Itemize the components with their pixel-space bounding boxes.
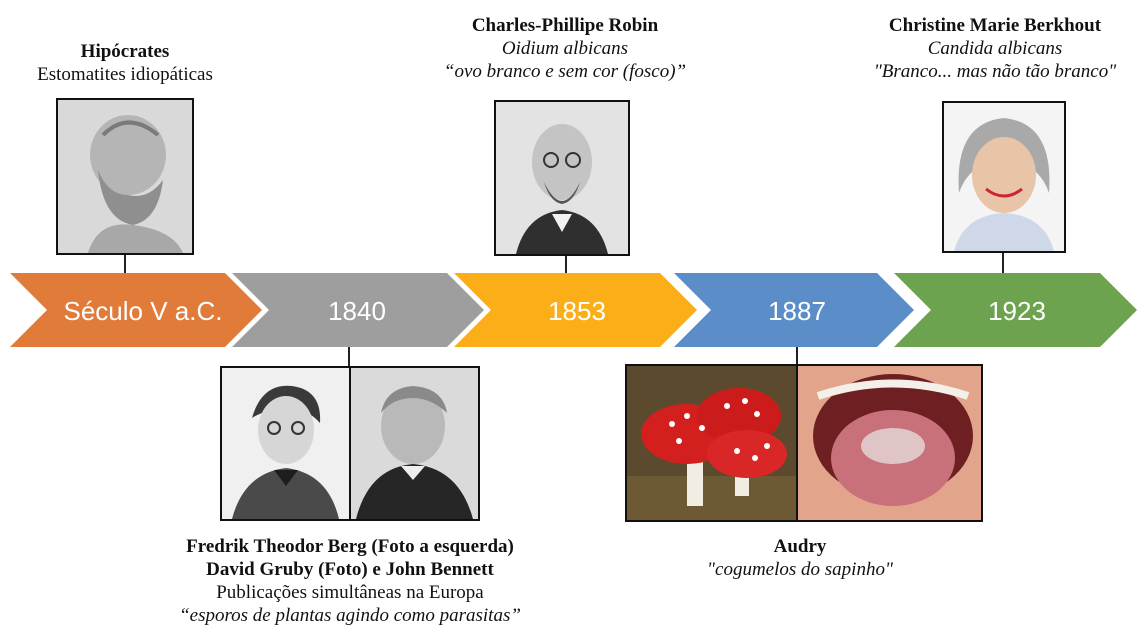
- audry-name: Audry: [650, 535, 950, 558]
- robin-name: Charles-Phillipe Robin: [412, 14, 718, 37]
- berg-connector: [348, 347, 350, 367]
- audry-quote: "cogumelos do sapinho": [650, 558, 950, 581]
- stage-5-label: 1923: [988, 296, 1046, 326]
- robin-caption: Charles-Phillipe Robin Oidium albicans “…: [412, 14, 718, 83]
- gruby-name: David Gruby (Foto) e John Bennett: [150, 558, 550, 581]
- berg-quote: “esporos de plantas agindo como parasita…: [150, 604, 550, 627]
- gruby-portrait: [349, 366, 480, 521]
- berg-name: Fredrik Theodor Berg (Foto a esquerda): [150, 535, 550, 558]
- stage-1-label: Século V a.C.: [64, 296, 223, 326]
- berkhout-quote: "Branco... mas não tão branco": [850, 60, 1140, 83]
- robin-connector: [565, 256, 567, 273]
- berg-portrait: [220, 366, 351, 521]
- berg-description: Publicações simultâneas na Europa: [150, 581, 550, 604]
- berkhout-caption: Christine Marie Berkhout Candida albican…: [850, 14, 1140, 83]
- robin-term: Oidium albicans: [412, 37, 718, 60]
- audry-caption: Audry "cogumelos do sapinho": [650, 535, 950, 581]
- stage-4-label: 1887: [768, 296, 826, 326]
- stage-2-label: 1840: [328, 296, 386, 326]
- mushroom-photo: [625, 364, 798, 522]
- tongue-photo: [796, 364, 983, 522]
- hipocrates-caption: Hipócrates Estomatites idiopáticas: [0, 40, 250, 86]
- audry-connector: [796, 347, 798, 365]
- hipocrates-portrait: [56, 98, 194, 255]
- berkhout-connector: [1002, 253, 1004, 273]
- hipocrates-name: Hipócrates: [0, 40, 250, 63]
- hipocrates-description: Estomatites idiopáticas: [0, 63, 250, 86]
- berkhout-name: Christine Marie Berkhout: [850, 14, 1140, 37]
- robin-portrait: [494, 100, 630, 256]
- berkhout-term: Candida albicans: [850, 37, 1140, 60]
- robin-quote: “ovo branco e sem cor (fosco)”: [412, 60, 718, 83]
- berg-caption: Fredrik Theodor Berg (Foto a esquerda) D…: [150, 535, 550, 627]
- berkhout-portrait: [942, 101, 1066, 253]
- hipocrates-connector: [124, 255, 126, 273]
- stage-3-label: 1853: [548, 296, 606, 326]
